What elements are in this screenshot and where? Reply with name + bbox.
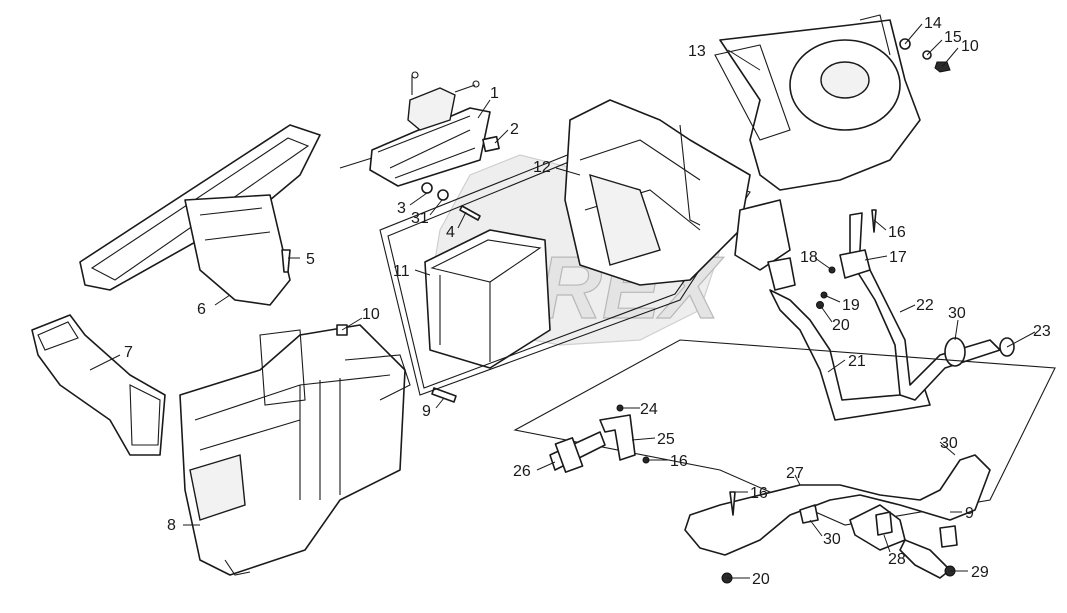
callout-9-right: 9 [965,505,974,522]
part-defroster-duct [79,124,321,306]
part-heater-housing [179,324,411,576]
part-bracket-17 [839,249,871,279]
part-hose-27 [684,454,991,556]
part-washer-31 [437,189,449,201]
part-small-plate [482,135,500,153]
part-clip-30-lower [799,504,819,524]
callout-5: 5 [306,251,315,268]
part-clamp-30-upper [944,337,966,367]
callout-22: 22 [916,297,934,314]
part-pipe-21 [769,289,931,421]
callout-labels: 1 2 3 31 4 5 6 7 8 9 10 11 12 13 14 15 1… [124,15,1051,588]
part-valve-assembly [549,404,650,473]
part-screw-9-left [431,387,457,403]
hose-assembly-outline [513,339,1056,526]
callout-20-upper: 20 [832,317,850,334]
part-washer-3 [421,182,433,194]
part-screw-5 [281,249,291,273]
callout-30-right: 30 [940,435,958,452]
callout-30-upper: 30 [948,305,966,322]
callout-31: 31 [411,210,429,227]
part-hose-end-21 [767,257,796,291]
callout-10-right: 10 [961,38,979,55]
callout-12: 12 [533,159,551,176]
callout-9-left: 9 [422,403,431,420]
callout-10-left: 10 [362,306,380,323]
callout-4: 4 [446,224,455,241]
callout-25: 25 [657,431,675,448]
callout-26: 26 [513,463,531,480]
part-hose-tail [899,539,951,579]
callout-16-mid: 16 [670,453,688,470]
callout-6: 6 [197,301,206,318]
callout-8: 8 [167,517,176,534]
callout-29: 29 [971,564,989,581]
callout-16-lower: 16 [750,485,768,502]
callout-18: 18 [800,249,818,266]
leader-lines [89,23,1036,579]
part-side-vent-duct [31,314,166,456]
callout-3: 3 [397,200,406,217]
part-blower-unit [714,14,921,271]
callout-23: 23 [1033,323,1051,340]
callout-27: 27 [786,465,804,482]
callout-15: 15 [944,29,962,46]
part-control-panel [339,71,491,187]
callout-21: 21 [848,353,866,370]
callout-17: 17 [889,249,907,266]
callout-30-lower: 30 [823,531,841,548]
part-hose-clip-9-right [939,525,958,548]
part-filter-frame [424,229,551,369]
callout-24: 24 [640,401,658,418]
callout-16-upper: 16 [888,224,906,241]
callout-13: 13 [688,43,706,60]
callout-28: 28 [888,551,906,568]
callout-11: 11 [393,263,410,280]
callout-14: 14 [924,15,942,32]
part-evaporator-case [564,99,751,286]
callout-20-lower: 20 [752,571,770,588]
part-bolt-16-lower [729,491,736,516]
callout-19: 19 [842,297,860,314]
part-screw-4 [459,205,481,221]
callout-7: 7 [124,344,133,361]
part-hose-clip-28 [875,511,893,536]
callout-2: 2 [510,121,519,138]
callout-1: 1 [490,85,499,102]
